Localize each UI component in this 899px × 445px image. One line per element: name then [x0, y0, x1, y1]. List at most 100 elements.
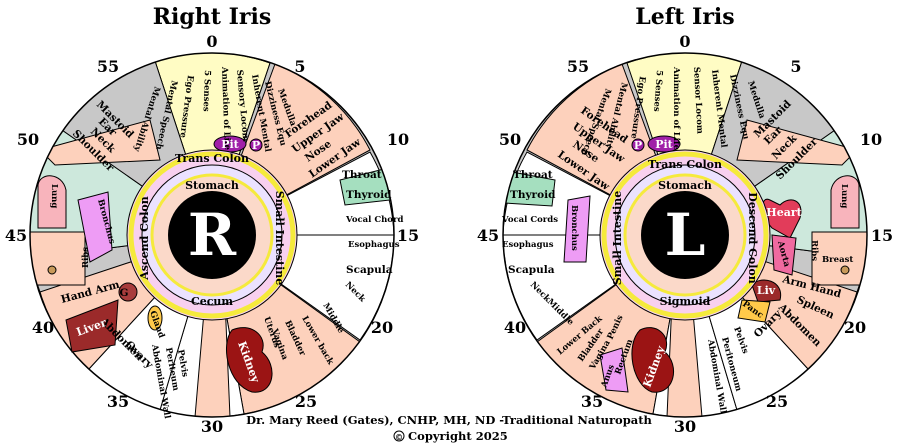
right-pineal: P — [252, 139, 260, 152]
right-ribs: Ribs — [81, 247, 91, 268]
right-pelvis-0: Pelvis — [175, 349, 190, 378]
left-pituitary-shape — [647, 135, 681, 153]
right-thyroid: Thyroid — [346, 189, 392, 201]
left-mind-4: Animation of Life — [671, 66, 681, 151]
left-thyroid: Thyroid — [510, 189, 556, 201]
right-ring-bottom: Cecum — [191, 295, 233, 308]
left-breast: Breast — [822, 255, 853, 265]
credit-line: Dr. Mary Reed (Gates), CNHP, MH, ND -Tra… — [246, 413, 652, 427]
right-gland-shape — [147, 305, 163, 331]
right-iris: Right Iris — [5, 4, 419, 436]
left-anus-shape — [599, 347, 629, 393]
left-inner-left: Small Intestine — [611, 191, 624, 286]
left-aorta-shape — [771, 234, 797, 276]
right-num-5: 5 — [294, 57, 305, 76]
right-pupil — [168, 191, 256, 279]
right-mind-5: 5 Senses — [201, 70, 212, 112]
left-iris-title: Left Iris — [635, 4, 734, 30]
left-inner-right: Descend Colon — [746, 192, 759, 284]
left-ring-bottom: Sigmoid — [660, 295, 711, 308]
left-mind-5: Sensor Locom — [691, 67, 704, 135]
left-pupil — [641, 191, 729, 279]
left-esophagus: Esophagus — [502, 240, 554, 250]
right-ring-top: Trans Colon — [175, 152, 249, 165]
left-outer-border — [502, 52, 868, 418]
left-pancreas-shape — [737, 299, 771, 323]
left-num-15: 15 — [871, 226, 893, 245]
copyright-symbol: © — [395, 432, 403, 442]
left-breast-icon — [840, 265, 850, 275]
left-throat: Throat — [513, 169, 553, 181]
right-gallbladder: G — [120, 287, 129, 299]
right-gallbladder-shape — [118, 282, 138, 302]
left-heart: Heart — [766, 206, 802, 219]
left-num-5: 5 — [790, 57, 801, 76]
right-lung: Lung — [49, 184, 59, 208]
right-vocal: Vocal Chord — [345, 215, 403, 225]
right-bronchus-shape — [77, 191, 113, 263]
left-ribs: Ribs — [809, 240, 819, 261]
left-ring-top: Trans Colon — [648, 158, 722, 171]
right-num-45: 45 — [5, 226, 27, 245]
right-inner-top: Stomach — [185, 179, 239, 192]
right-num-55: 55 — [97, 57, 119, 76]
left-pineal-shape — [631, 138, 645, 152]
left-shoulder-shape — [736, 119, 858, 166]
left-colon-ring-yellow — [601, 151, 769, 319]
right-colon-ring-yellow — [128, 151, 296, 319]
left-iris: Left Iris — [477, 4, 893, 436]
left-scapula: Scapula — [508, 264, 555, 276]
left-pineal: P — [634, 139, 642, 152]
right-esophagus: Esophagus — [348, 240, 400, 250]
right-pit: Pit — [221, 138, 239, 151]
right-mind-4: Animation of Life — [219, 66, 232, 151]
left-breast-patch — [811, 231, 867, 286]
left-lung: Lung — [839, 184, 849, 208]
right-num-35: 35 — [107, 392, 129, 411]
right-num-15: 15 — [397, 226, 419, 245]
right-pineal-shape — [249, 138, 263, 152]
left-num-55: 55 — [567, 57, 589, 76]
left-num-35: 35 — [581, 392, 603, 411]
copyright-icon — [393, 430, 405, 442]
right-num-50: 50 — [17, 130, 39, 149]
left-num-20: 20 — [844, 318, 866, 337]
right-pupil-letter: R — [188, 201, 237, 269]
right-outer-border — [29, 52, 395, 418]
right-inner-right: Small Intestine — [273, 191, 286, 286]
left-lung-shape — [830, 175, 860, 229]
left-liver: Liv — [757, 284, 776, 297]
left-num-40: 40 — [504, 318, 526, 337]
left-num-45: 45 — [477, 226, 499, 245]
right-num-20: 20 — [371, 318, 393, 337]
right-inner-left: Ascend Colon — [138, 196, 151, 281]
left-bronchus: Bronchus — [569, 205, 579, 251]
right-shoulder-shape — [39, 119, 161, 166]
left-num-50: 50 — [499, 130, 521, 149]
right-num-0: 0 — [206, 32, 217, 51]
left-vocal: Vocal Cords — [501, 215, 558, 225]
left-inner-top: Stomach — [658, 179, 712, 192]
left-pit: Pit — [655, 138, 673, 151]
left-mind-3: 5 Senses — [651, 70, 664, 112]
right-num-25: 25 — [295, 392, 317, 411]
right-breast-patch — [30, 231, 86, 286]
left-num-30: 30 — [674, 417, 696, 436]
right-liver-shape — [65, 299, 119, 353]
left-bronchus-shape — [563, 195, 591, 263]
left-kidney-shape — [631, 327, 674, 393]
right-lung-shape — [37, 175, 67, 229]
left-num-0: 0 — [679, 32, 690, 51]
right-scapula: Scapula — [346, 264, 393, 276]
right-throat: Throat — [342, 169, 382, 181]
left-num-10: 10 — [860, 130, 882, 149]
right-num-40: 40 — [32, 318, 54, 337]
right-num-10: 10 — [387, 130, 409, 149]
copyright-line: Copyright 2025 — [408, 429, 508, 443]
left-num-25: 25 — [766, 392, 788, 411]
right-breast-icon — [47, 265, 57, 275]
right-num-30: 30 — [201, 417, 223, 436]
right-kidney-shape — [225, 327, 273, 393]
left-pupil-letter: L — [665, 201, 706, 269]
